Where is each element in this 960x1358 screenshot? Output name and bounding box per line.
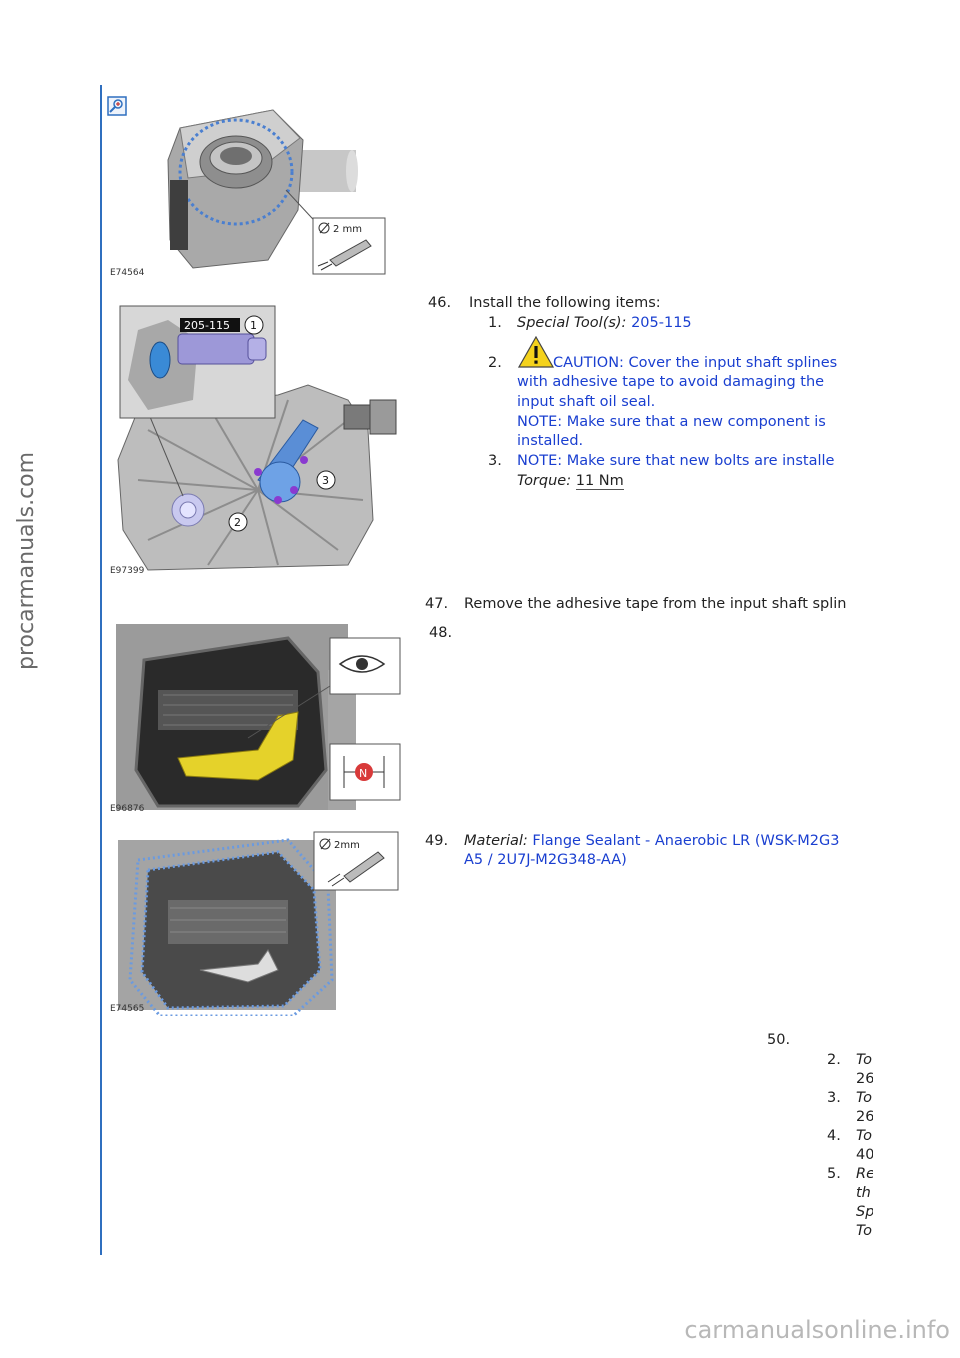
step-47-text: Remove the adhesive tape from the input … [464, 596, 847, 612]
material-line: Material: Flange Sealant - Anaerobic LR … [464, 832, 873, 852]
special-tool-line: Special Tool(s): 205-115 [517, 314, 692, 334]
figure-e97399[interactable]: 205-115 1 2 3 [108, 300, 400, 580]
material-link[interactable]: Flange Sealant - Anaerobic LR (WSK-M2G3 [532, 833, 840, 849]
step-46-2-number: 2. [488, 355, 502, 371]
side-watermark: procarmanuals.com [14, 451, 39, 670]
footer-watermark: carmanualsonline.info [684, 1316, 950, 1344]
step-50-5-line1: Re [856, 1166, 873, 1182]
step-50-4-line1: To [856, 1128, 872, 1144]
material-link-line2[interactable]: A5 / 2U7J-M2G348-AA) [464, 852, 627, 868]
step-46-text: Install the following items: [469, 295, 661, 311]
figure-e74564[interactable]: 2 mm [108, 100, 388, 282]
step-47-number: 47. [425, 596, 449, 612]
caution-text-line3: input shaft oil seal. [517, 394, 656, 410]
callout-3: 3 [322, 474, 329, 487]
step-50-3-number: 3. [827, 1090, 841, 1106]
callout-2: 2 [234, 516, 241, 529]
step-50-3-line1: To [856, 1090, 872, 1106]
step-50-number: 50. [767, 1032, 791, 1048]
step-50-5-line3: Sp [856, 1204, 873, 1220]
caution-text-line2: with adhesive tape to avoid damaging the [517, 374, 825, 390]
note-text: NOTE: Make sure that a new component is [517, 414, 826, 430]
figure-label: E97399 [110, 566, 145, 576]
step-50-4-number: 4. [827, 1128, 841, 1144]
step-46-3-number: 3. [488, 453, 502, 469]
torque-line: Torque: 11 Nm [517, 472, 624, 492]
step-49-number: 49. [425, 833, 449, 849]
step-48-number: 48. [429, 625, 453, 641]
step-46-1-number: 1. [488, 315, 502, 331]
caution-text: CAUTION: Cover the input shaft splines [553, 355, 838, 371]
callout-2mm: 2 mm [333, 224, 362, 235]
caution-icon [518, 336, 554, 368]
figure-label: E74564 [110, 268, 145, 278]
step-50-4-line2: 40 [856, 1147, 873, 1163]
step-50-2-line2: 26 [856, 1071, 873, 1087]
step-46-number: 46. [428, 295, 452, 311]
figure-label: E74565 [110, 1004, 145, 1014]
callout-2mm: 2mm [334, 840, 360, 851]
zoom-icon[interactable] [107, 96, 127, 116]
step-50-5-line4: To [856, 1223, 872, 1239]
torque-value: 11 Nm [575, 473, 624, 490]
step-50-3-line2: 26 [856, 1109, 873, 1125]
special-tool-label: Special Tool(s): [517, 315, 627, 331]
step-50-5-number: 5. [827, 1166, 841, 1182]
figure-label: E96876 [110, 804, 145, 814]
callout-tool-205-115: 205-115 [184, 319, 230, 332]
note-bolts-text: NOTE: Make sure that new bolts are insta… [517, 453, 835, 469]
margin-rule [100, 85, 102, 1255]
step-50-2-line1: To [856, 1052, 872, 1068]
figure-e74565[interactable]: 2mm [108, 830, 400, 1016]
special-tool-link[interactable]: 205-115 [631, 315, 692, 331]
callout-1: 1 [250, 319, 257, 332]
figure-e96876[interactable]: N [108, 620, 402, 816]
step-50-5-line2: th [856, 1185, 871, 1201]
torque-label: Torque: [517, 473, 572, 489]
material-label: Material: [464, 833, 528, 849]
neutral-symbol: N [359, 767, 367, 780]
note-text-line2: installed. [517, 433, 584, 449]
step-50-2-number: 2. [827, 1052, 841, 1068]
